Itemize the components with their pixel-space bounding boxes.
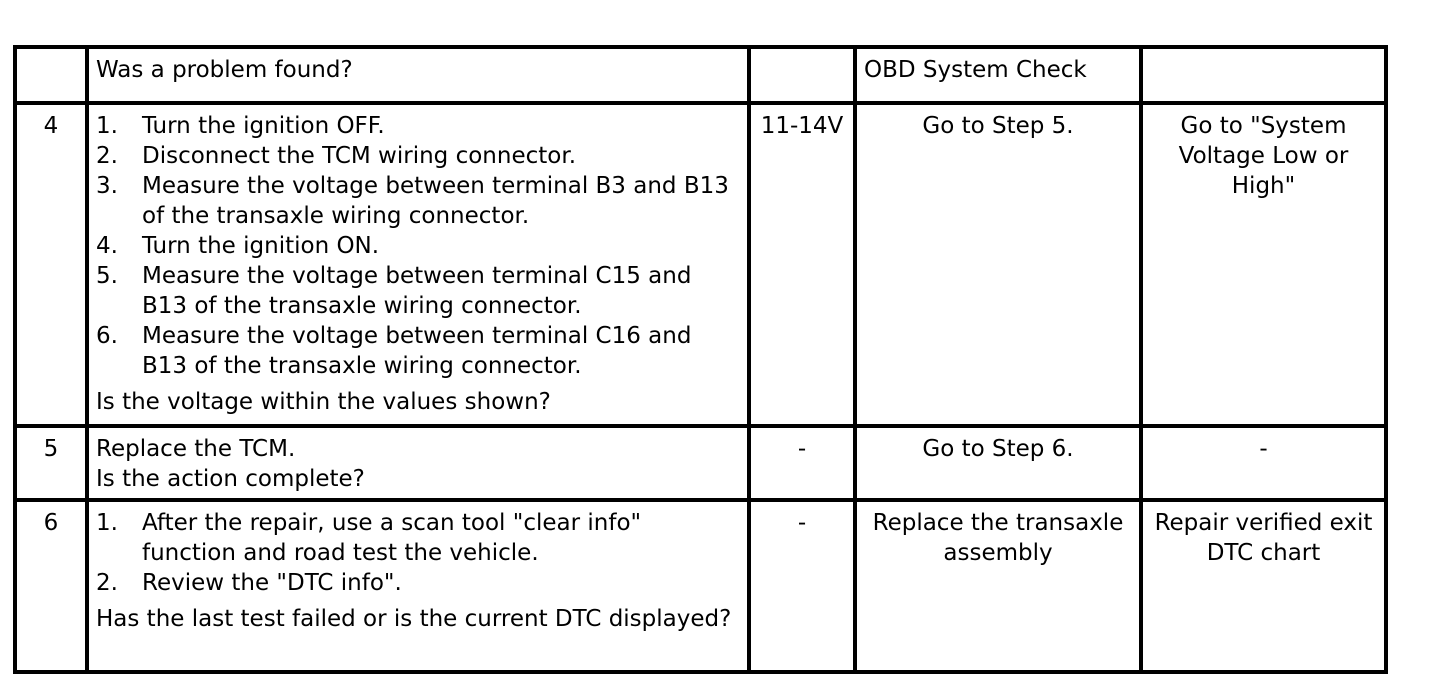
table-row: Was a problem found? OBD System Check	[13, 45, 1388, 105]
list-item: 6.Measure the voltage between terminal C…	[96, 323, 692, 379]
no-cell: -	[1139, 424, 1388, 502]
table-row: 6 1.After the repair, use a scan tool "c…	[13, 498, 1388, 674]
action-cell: Replace the TCM. Is the action complete?	[85, 424, 751, 502]
value-cell: -	[747, 424, 857, 502]
step-number: 6	[13, 498, 89, 674]
action-cell: 1.Turn the ignition OFF. 2.Disconnect th…	[85, 101, 751, 428]
action-cell: Was a problem found?	[85, 45, 751, 105]
yes-cell: OBD System Check	[853, 45, 1143, 105]
value-cell: -	[747, 498, 857, 674]
list-item: 4.Turn the ignition ON.	[96, 233, 380, 259]
step-number	[13, 45, 89, 105]
no-cell: Repair verified exit DTC chart	[1139, 498, 1388, 674]
table-row: 5 Replace the TCM. Is the action complet…	[13, 424, 1388, 502]
list-item: 2.Disconnect the TCM wiring connector.	[96, 143, 577, 169]
step-number: 5	[13, 424, 89, 502]
list-item: 1.Turn the ignition OFF.	[96, 113, 385, 139]
yes-cell: Go to Step 6.	[853, 424, 1143, 502]
question-text: Is the voltage within the values shown?	[96, 389, 551, 415]
action-cell: 1.After the repair, use a scan tool "cle…	[85, 498, 751, 674]
action-list: 1.After the repair, use a scan tool "cle…	[96, 508, 740, 598]
list-item: 5.Measure the voltage between terminal C…	[96, 263, 692, 319]
question-text: Was a problem found?	[96, 57, 353, 83]
list-item: 1.After the repair, use a scan tool "cle…	[96, 510, 642, 566]
no-cell: Go to "System Voltage Low or High"	[1139, 101, 1388, 428]
question-text: Has the last test failed or is the curre…	[96, 606, 732, 632]
yes-cell: Replace the transaxle assembly	[853, 498, 1143, 674]
no-cell	[1139, 45, 1388, 105]
value-cell	[747, 45, 857, 105]
yes-cell: Go to Step 5.	[853, 101, 1143, 428]
value-cell: 11-14V	[747, 101, 857, 428]
diagnostic-table: Was a problem found? OBD System Check 4 …	[13, 45, 1388, 674]
list-item: 3.Measure the voltage between terminal B…	[96, 173, 729, 229]
question-text: Is the action complete?	[96, 466, 365, 492]
action-list: 1.Turn the ignition OFF. 2.Disconnect th…	[96, 111, 740, 381]
action-text: Replace the TCM.	[96, 436, 296, 462]
table-row: 4 1.Turn the ignition OFF. 2.Disconnect …	[13, 101, 1388, 428]
step-number: 4	[13, 101, 89, 428]
list-item: 2.Review the "DTC info".	[96, 570, 402, 596]
